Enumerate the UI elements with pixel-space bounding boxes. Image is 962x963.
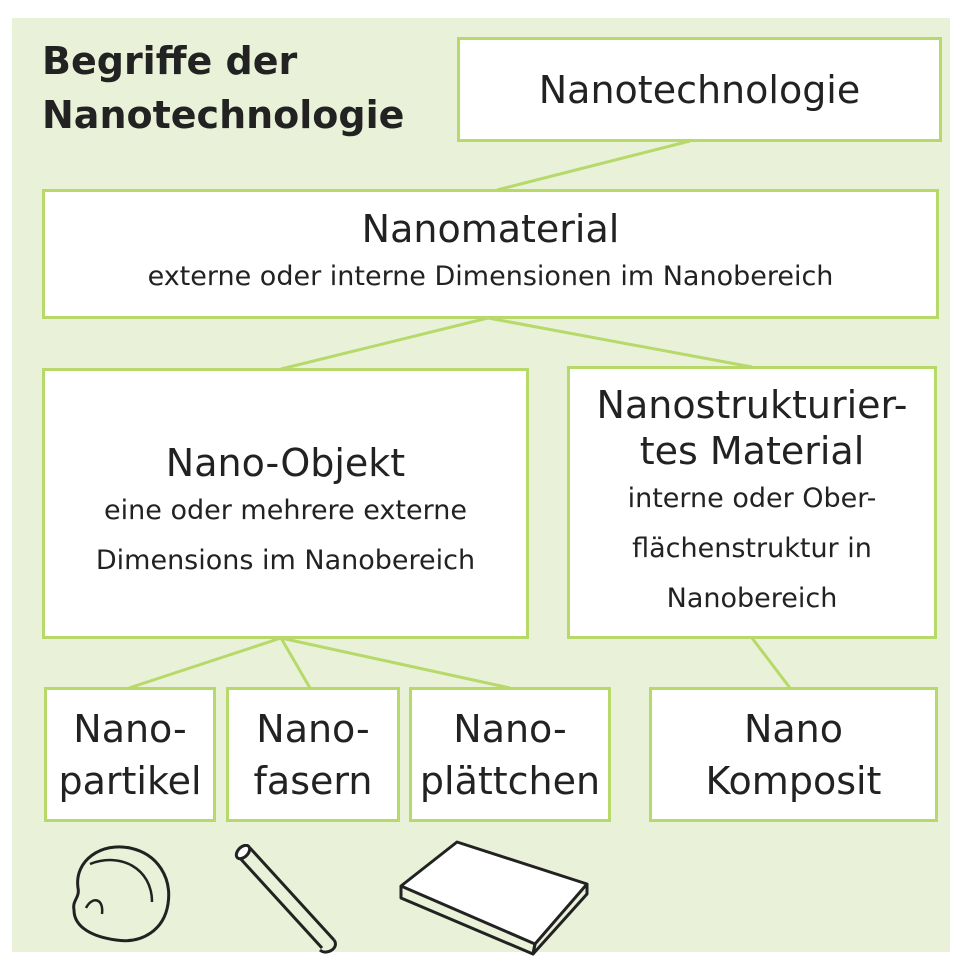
node-description-line-1: interne oder Ober-	[627, 482, 877, 514]
node-nanokomposit: Nano Komposit	[649, 687, 938, 822]
node-nanostrukturiertes-material: Nanostrukturier- tes Material interne od…	[567, 366, 937, 639]
connector-objekt-plaettchen	[280, 636, 511, 690]
connector-technologie-material	[496, 139, 691, 192]
connector-material-strukturiert	[487, 316, 753, 369]
node-label-line-1: Nano	[743, 706, 844, 751]
node-nanopartikel: Nano- partikel	[44, 687, 216, 822]
node-label-line-1: Nano-	[453, 706, 567, 751]
node-nanotechnologie: Nanotechnologie	[457, 37, 942, 142]
title-line-2: Nanotechnologie	[42, 93, 405, 137]
node-label-line-1: Nano-	[256, 706, 370, 751]
node-description-line-2: Dimensions im Nanobereich	[95, 544, 476, 576]
node-nanomaterial: Nanomaterial externe oder interne Dimens…	[42, 189, 939, 319]
nanoplatelet-illustration-icon	[399, 840, 589, 956]
node-nanoplaettchen: Nano- plättchen	[409, 687, 611, 822]
title-line-1: Begriffe der	[42, 39, 298, 83]
node-label: Nanotechnologie	[538, 67, 861, 112]
node-label-line-2: plättchen	[419, 758, 601, 803]
node-nanofasern: Nano- fasern	[226, 687, 400, 822]
node-label-line-2: fasern	[253, 758, 373, 803]
node-label-line-2: tes Material	[639, 428, 865, 473]
node-label-line-2: partikel	[58, 758, 202, 803]
node-label-line-1: Nanostrukturier-	[596, 382, 908, 427]
connector-material-objekt	[280, 316, 489, 371]
node-description-line-2: flächenstruktur in	[632, 532, 872, 564]
node-label: Nano-Objekt	[165, 440, 406, 485]
diagram-title: Begriffe der Nanotechnologie	[42, 34, 404, 142]
node-nano-objekt: Nano-Objekt eine oder mehrere externe Di…	[42, 368, 529, 639]
connector-objekt-fasern	[279, 637, 312, 689]
connector-objekt-partikel	[128, 636, 282, 690]
node-label-line-1: Nano-	[73, 706, 187, 751]
node-label: Nanomaterial	[361, 207, 620, 251]
connector-strukturiert-komposit	[750, 637, 792, 689]
nanoparticle-illustration-icon	[72, 845, 171, 943]
nanofiber-illustration-icon	[234, 844, 337, 954]
node-label-line-2: Komposit	[705, 758, 882, 803]
node-description-line-3: Nanobereich	[666, 582, 838, 614]
node-description: externe oder interne Dimensionen im Nano…	[147, 261, 834, 292]
node-description-line-1: eine oder mehrere externe	[104, 494, 467, 526]
